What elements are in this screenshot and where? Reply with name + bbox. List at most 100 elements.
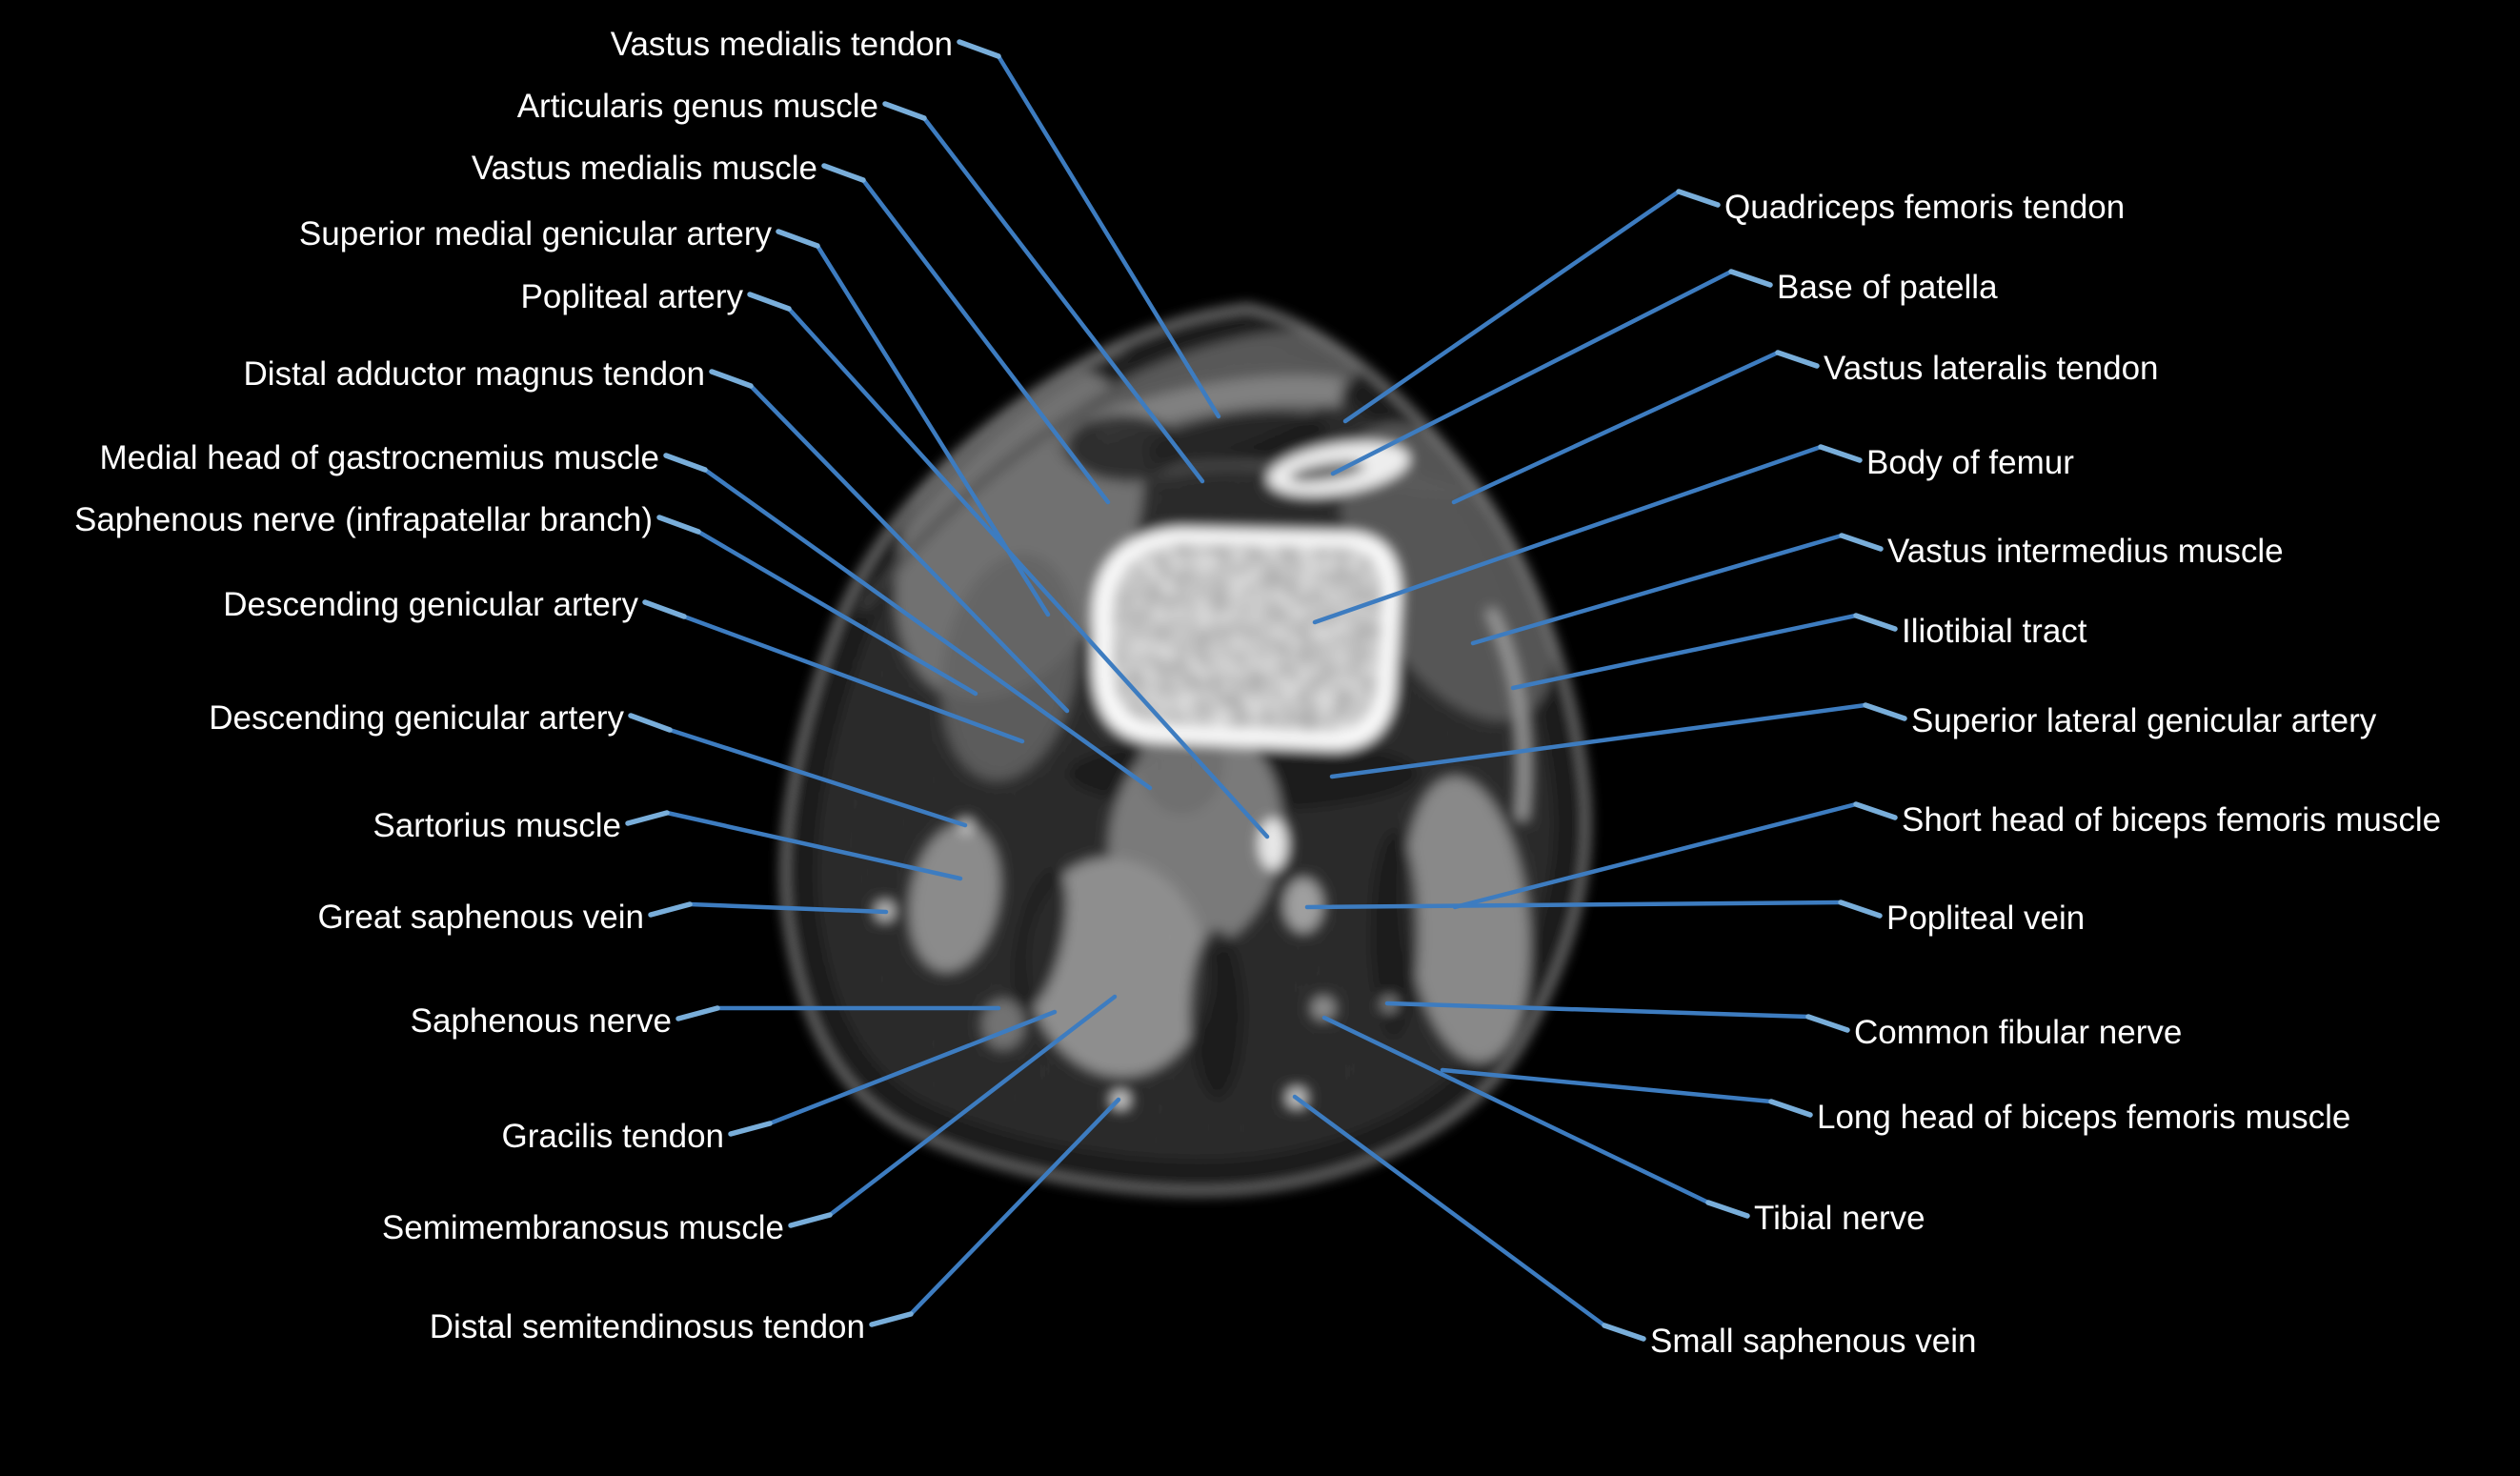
leader-tick: [1853, 613, 1898, 632]
leader-line: [1440, 1067, 1774, 1104]
leader-line: [1470, 533, 1845, 646]
annotation-right-7: Short head of biceps femoris muscle: [1452, 801, 2441, 910]
leader-line: [786, 306, 1270, 839]
leader-line: [827, 994, 1118, 1218]
label-text: Vastus lateralis tendon: [1824, 350, 2159, 387]
label-text: Tibial nerve: [1754, 1200, 1925, 1237]
annotation-left-0: Vastus medialis tendon: [611, 26, 1221, 419]
leader-tick: [1775, 350, 1820, 369]
label-text: Saphenous nerve (infrapatellar branch): [74, 501, 653, 538]
label-text: Quadriceps femoris tendon: [1724, 189, 2125, 226]
annotation-left-9: Descending genicular artery: [209, 699, 968, 828]
leader-line: [1292, 1094, 1607, 1328]
label-text: Vastus intermedius muscle: [1887, 533, 2284, 570]
label-text: Iliotibial tract: [1902, 613, 2087, 650]
annotation-left-15: Distal semitendinosus tendon: [430, 1097, 1121, 1345]
leader-line: [1329, 702, 1868, 779]
annotation-left-13: Gracilis tendon: [502, 1009, 1058, 1155]
annotation-right-0: Quadriceps femoris tendon: [1342, 189, 2125, 424]
leader-tick: [625, 810, 670, 826]
leader-line: [1321, 1015, 1711, 1205]
leader-line: [1384, 1001, 1811, 1020]
leader-tick: [709, 369, 754, 389]
skin-line: [781, 304, 1590, 1195]
leader-line: [921, 115, 1205, 484]
leader-line: [996, 53, 1221, 419]
leader-line: [696, 529, 978, 697]
leader-tick: [1818, 444, 1863, 463]
leader-line: [1342, 189, 1682, 424]
leader-tick: [1853, 801, 1898, 820]
annotation-left-11: Great saphenous vein: [318, 899, 889, 936]
label-text: Distal semitendinosus tendon: [430, 1308, 865, 1345]
label-text: Sartorius muscle: [373, 807, 621, 844]
annotation-left-10: Sartorius muscle: [373, 807, 963, 881]
label-text: Descending genicular artery: [209, 699, 624, 737]
leader-tick: [675, 1005, 720, 1021]
leader-tick: [642, 599, 687, 619]
leader-tick: [1805, 1014, 1850, 1033]
leader-tick: [1839, 533, 1884, 552]
label-text: Vastus medialis muscle: [472, 150, 817, 187]
leader-line: [667, 727, 968, 828]
label-text: Base of patella: [1777, 269, 1998, 306]
leader-tick: [663, 453, 708, 473]
label-text: Small saphenous vein: [1650, 1323, 1976, 1360]
ct-slice: [780, 303, 1591, 1196]
label-text: Superior medial genicular artery: [299, 215, 773, 253]
label-text: Short head of biceps femoris muscle: [1902, 801, 2441, 839]
label-text: Popliteal artery: [521, 278, 744, 315]
label-text: Common fibular nerve: [1854, 1014, 2182, 1051]
annotation-left-8: Descending genicular artery: [223, 586, 1025, 744]
leader-line: [1452, 801, 1859, 910]
label-text: Articularis genus muscle: [517, 88, 878, 125]
annotation-right-3: Body of femur: [1312, 444, 2074, 625]
leader-line: [702, 467, 1153, 791]
leader-tick: [1838, 900, 1883, 919]
annotation-right-6: Superior lateral genicular artery: [1329, 702, 2377, 779]
leader-tick: [869, 1311, 914, 1327]
leader-line: [908, 1097, 1121, 1317]
label-text: Gracilis tendon: [502, 1118, 724, 1155]
leader-line: [1304, 900, 1844, 910]
label-text: Superior lateral genicular artery: [1911, 702, 2377, 739]
leader-line: [860, 177, 1111, 505]
leader-line: [664, 810, 963, 881]
annotation-left-14: Semimembranosus muscle: [382, 994, 1118, 1246]
leader-line: [1451, 350, 1781, 505]
leader-line: [1330, 269, 1734, 476]
leader-tick: [1768, 1099, 1813, 1118]
leader-tick: [788, 1212, 833, 1228]
annotation-left-2: Vastus medialis muscle: [472, 150, 1111, 505]
label-text: Semimembranosus muscle: [382, 1209, 784, 1246]
leader-line: [1312, 444, 1824, 625]
leader-line: [681, 614, 1025, 744]
annotation-right-4: Vastus intermedius muscle: [1470, 533, 2284, 646]
leader-line: [687, 901, 889, 915]
annotation-right-12: Small saphenous vein: [1292, 1094, 1976, 1360]
label-text: Medial head of gastrocnemius muscle: [99, 439, 659, 476]
annotation-right-1: Base of patella: [1330, 269, 1998, 476]
leader-tick: [747, 292, 792, 312]
leader-line: [767, 1009, 1058, 1126]
annotation-right-9: Common fibular nerve: [1384, 1001, 2182, 1051]
annotation-left-4: Popliteal artery: [521, 278, 1270, 839]
label-text: Distal adductor magnus tendon: [244, 355, 705, 393]
label-text: Popliteal vein: [1886, 900, 2085, 937]
leader-line: [1510, 613, 1859, 691]
annotation-left-5: Distal adductor magnus tendon: [244, 355, 1070, 714]
annotation-right-8: Popliteal vein: [1304, 900, 2085, 937]
label-text: Body of femur: [1866, 444, 2074, 481]
label-text: Long head of biceps femoris muscle: [1817, 1099, 2350, 1136]
annotation-right-2: Vastus lateralis tendon: [1451, 350, 2159, 505]
leader-tick: [1676, 189, 1721, 208]
annotation-right-5: Iliotibial tract: [1510, 613, 2087, 691]
leader-tick: [957, 39, 1001, 59]
annotation-right-11: Tibial nerve: [1321, 1015, 1925, 1237]
annotation-left-3: Superior medial genicular artery: [299, 215, 1051, 617]
leader-tick: [1728, 269, 1773, 288]
label-text: Great saphenous vein: [318, 899, 644, 936]
